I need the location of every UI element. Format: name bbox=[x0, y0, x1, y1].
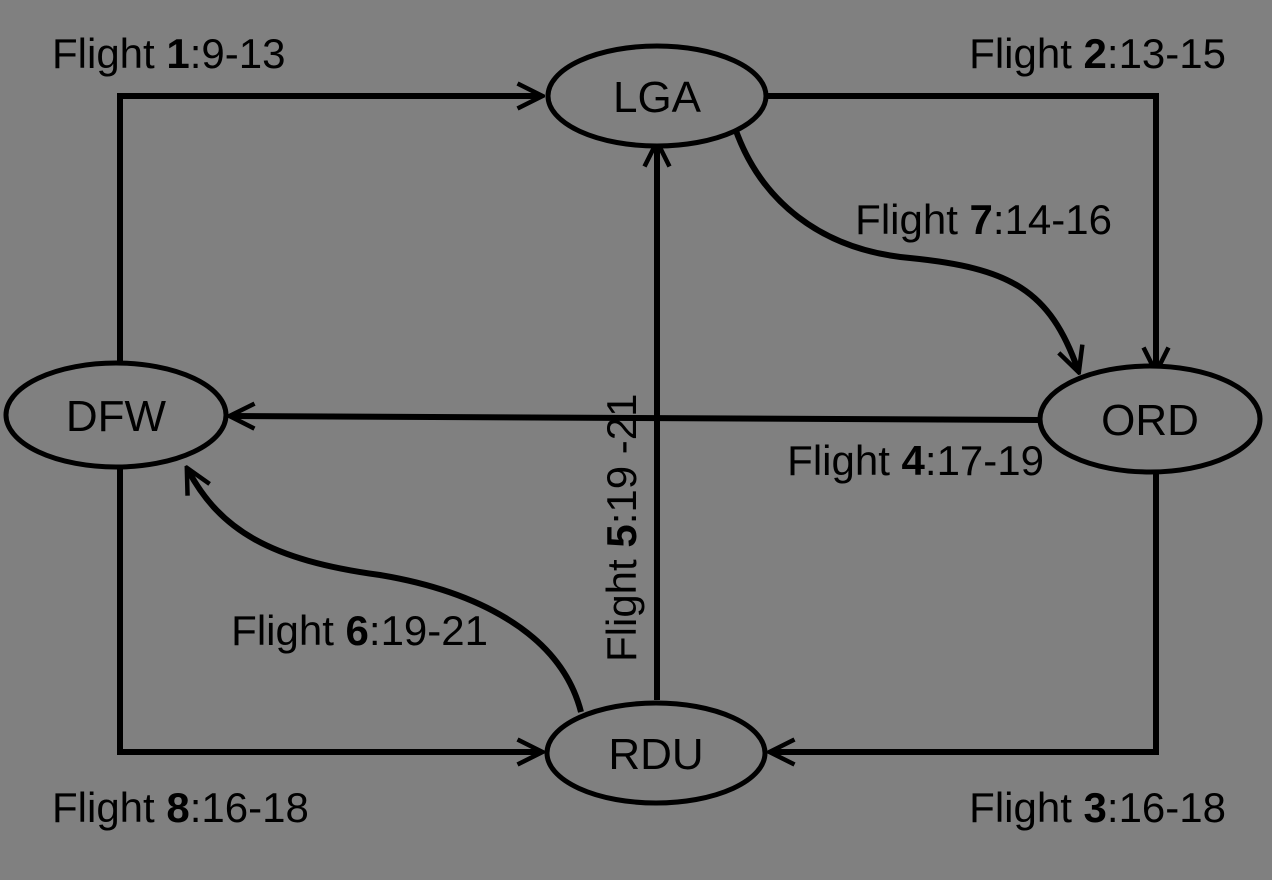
edge-flight-6 bbox=[188, 470, 584, 713]
flight-7-label: Flight 7:14-16 bbox=[855, 196, 1112, 243]
node-dfw-label: DFW bbox=[66, 392, 167, 441]
node-lga-label: LGA bbox=[613, 73, 702, 122]
edge-flight-1 bbox=[117, 96, 540, 362]
node-ord: ORD bbox=[1037, 363, 1263, 475]
node-lga: LGA bbox=[545, 43, 769, 149]
edge-flight-7 bbox=[732, 127, 1078, 370]
edge-flight-8 bbox=[117, 466, 540, 752]
node-dfw: DFW bbox=[3, 360, 229, 470]
flight-2-label: Flight 2:13-15 bbox=[969, 30, 1226, 77]
node-rdu-label: RDU bbox=[608, 730, 703, 779]
node-rdu: RDU bbox=[544, 700, 768, 806]
edge-flight-4 bbox=[232, 416, 1041, 420]
flight-5-label: Flight 5:19 -21 bbox=[598, 394, 645, 663]
flight-3-label: Flight 3:16-18 bbox=[969, 784, 1226, 831]
flight-8-label: Flight 8:16-18 bbox=[52, 784, 309, 831]
flight-6-label: Flight 6:19-21 bbox=[231, 607, 488, 654]
flight-1-label: Flight 1:9-13 bbox=[52, 30, 285, 77]
edge-flight-2 bbox=[768, 93, 1156, 370]
flight-4-label: Flight 4:17-19 bbox=[787, 437, 1044, 484]
node-ord-label: ORD bbox=[1101, 396, 1199, 445]
edge-flight-3 bbox=[772, 472, 1159, 752]
